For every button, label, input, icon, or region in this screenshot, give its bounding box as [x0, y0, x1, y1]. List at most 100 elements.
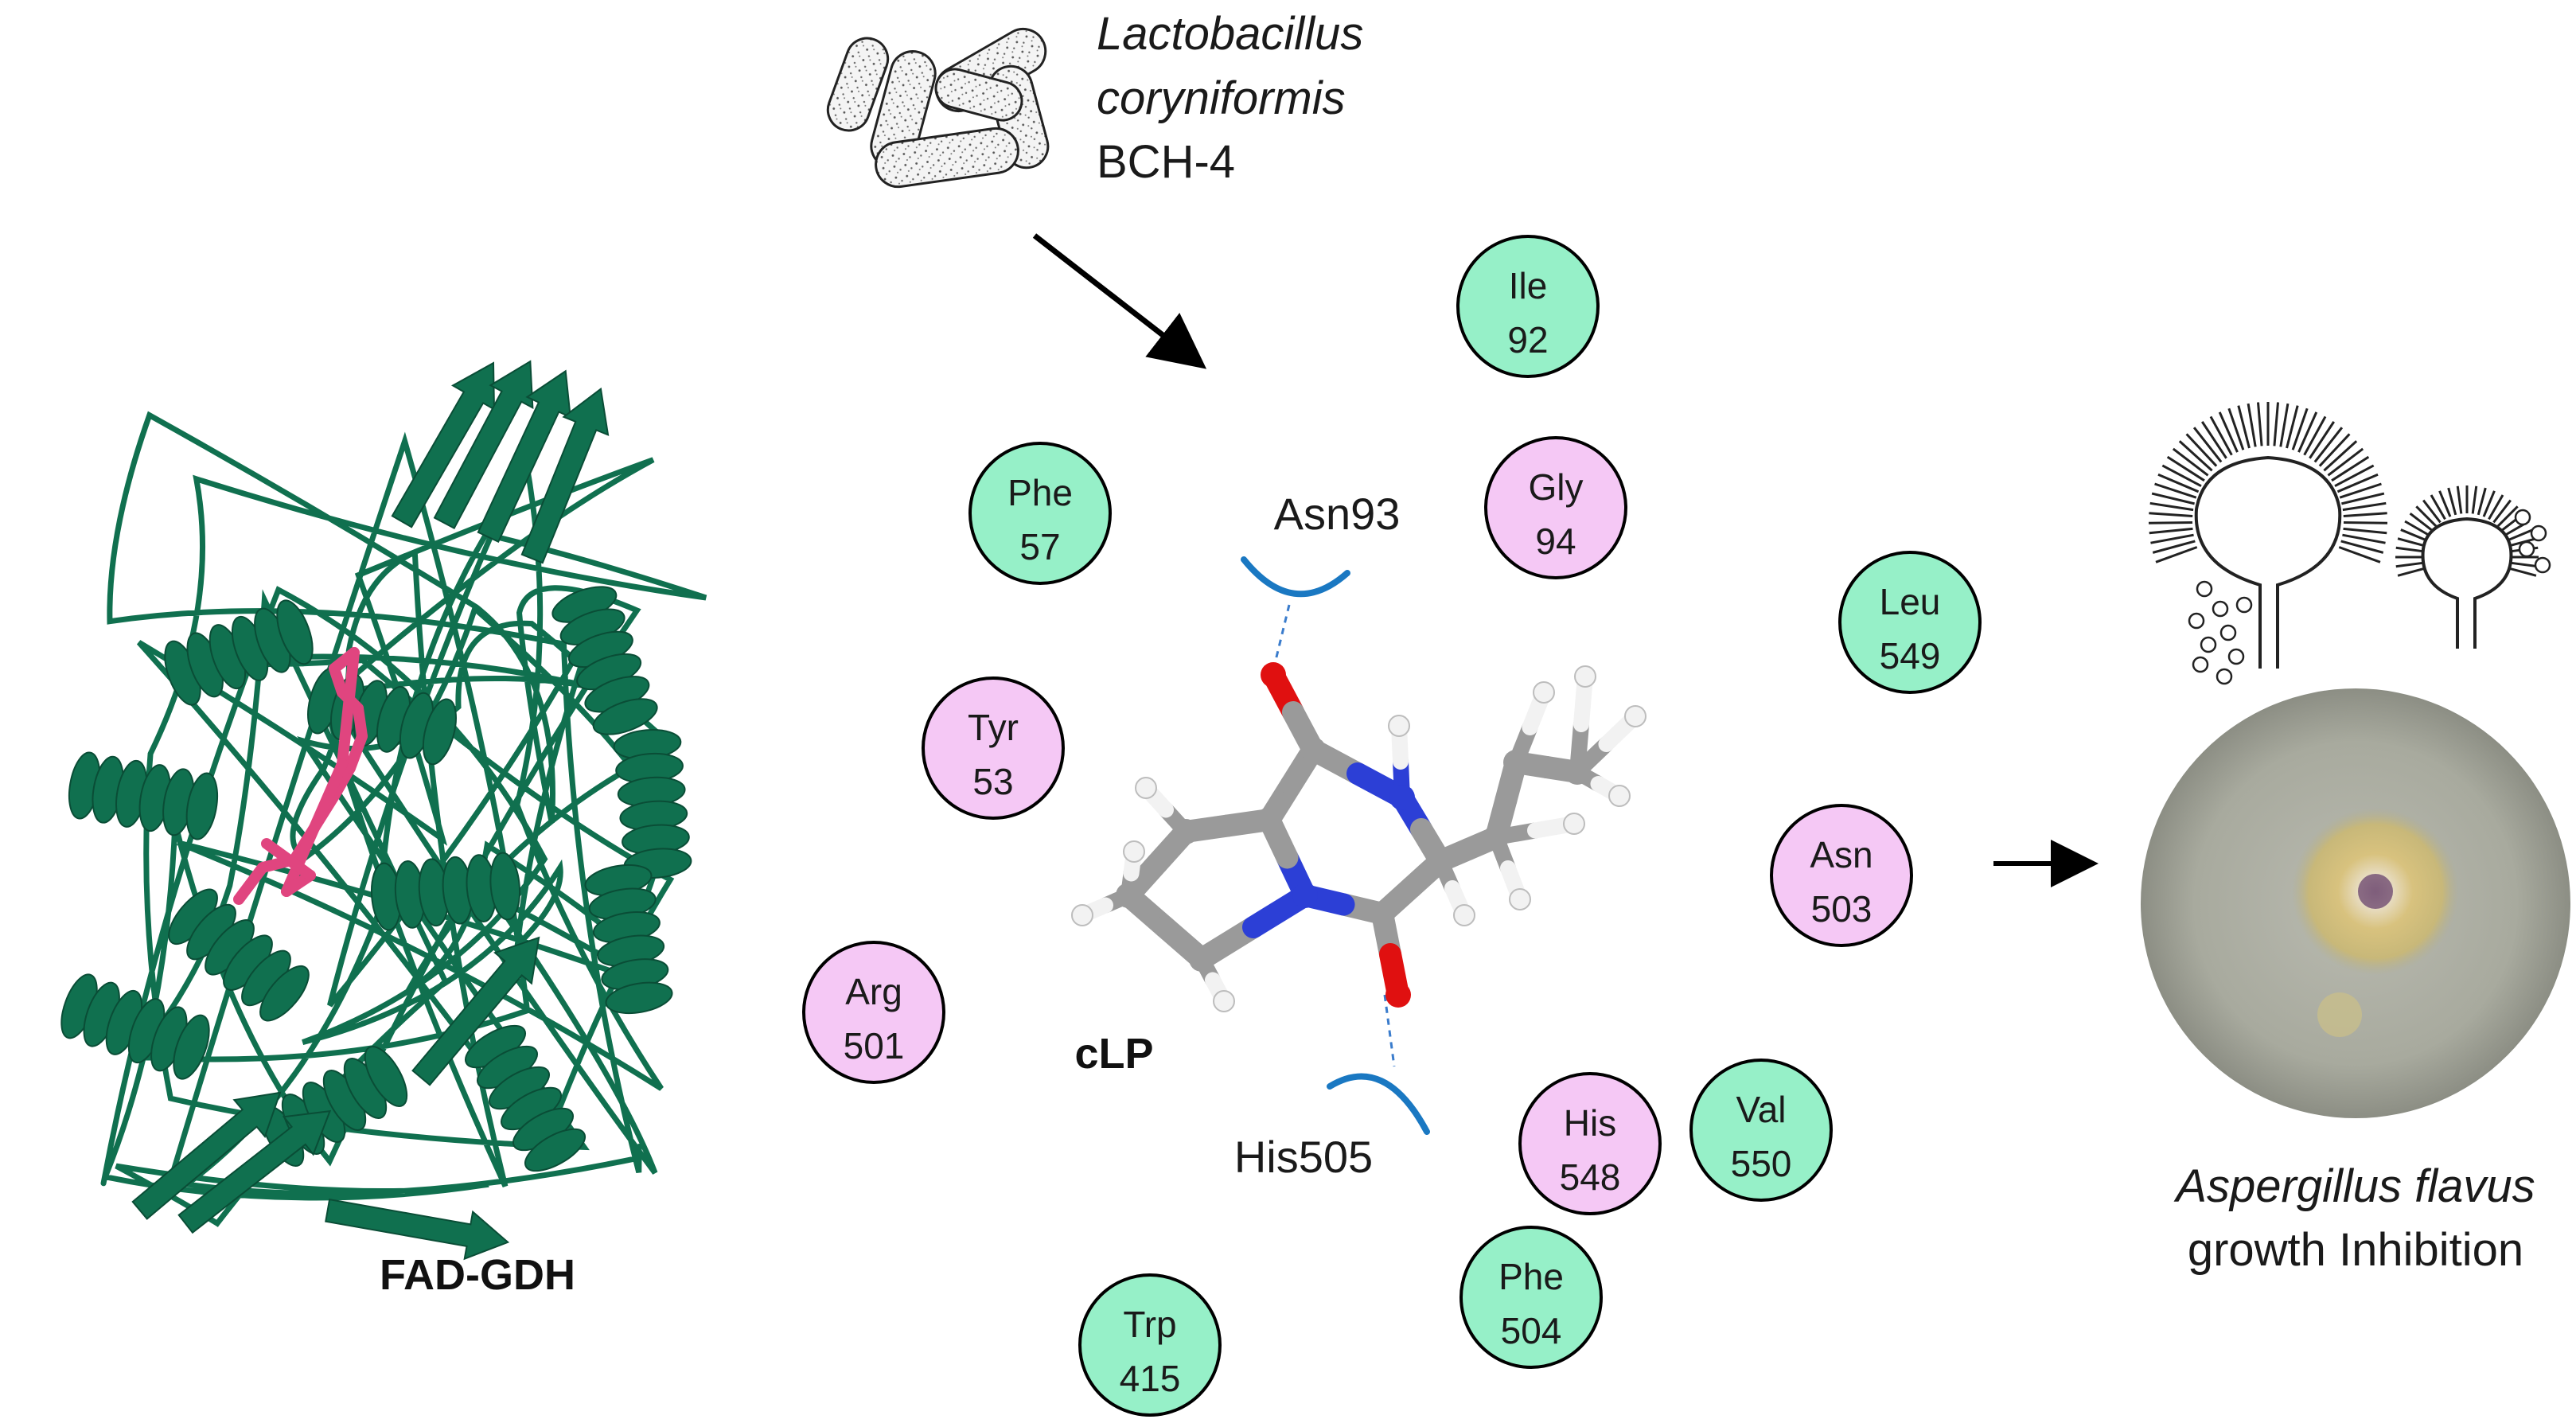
ligand-atom-hydrogen	[1388, 715, 1410, 737]
protein-sheet	[520, 387, 610, 564]
protein-ribbon	[60, 360, 707, 1261]
bacterium-species: coryniformis	[1097, 72, 1346, 124]
hbond-arc-asn93	[1241, 556, 1350, 598]
residue-name: Leu	[1880, 581, 1941, 622]
sterigma	[2237, 405, 2251, 449]
spore	[2530, 524, 2547, 542]
residue-number: 415	[1120, 1358, 1181, 1399]
residue-name: Asn	[1810, 834, 1873, 875]
ligand-atom-hydrogen	[1509, 888, 1531, 910]
ligand-atom-hydrogen	[1574, 665, 1596, 688]
protein-helix	[584, 864, 673, 1015]
ligand-atom-carbon	[1565, 759, 1590, 785]
residue-name: Tyr	[968, 707, 1019, 748]
sterigma	[2149, 527, 2193, 535]
residue-number: 92	[1507, 319, 1548, 361]
sterigma	[2218, 411, 2239, 453]
sterigma	[2404, 520, 2430, 536]
sterigma	[2247, 403, 2257, 447]
sterigma	[2415, 505, 2438, 528]
protein-helix	[551, 586, 658, 735]
sterigma	[2150, 533, 2194, 544]
spore	[2196, 580, 2213, 598]
protein-sheet	[477, 369, 571, 543]
sterigma	[2456, 485, 2463, 514]
residue-name: Gly	[1529, 466, 1584, 508]
ligand-atom-carbon	[1428, 848, 1453, 874]
sterigma	[2395, 546, 2424, 553]
ligand-atom-carbon	[1503, 750, 1529, 775]
sterigma	[2313, 427, 2344, 463]
residue-circle	[922, 676, 1065, 820]
sterigma	[2178, 440, 2213, 472]
spore	[2235, 596, 2253, 614]
fungus-effect: growth Inhibition	[2188, 1224, 2523, 1276]
residue-asn-503: Asn 503	[1770, 804, 1913, 947]
sterigma	[2273, 402, 2280, 446]
protein-helix	[68, 751, 219, 840]
protein-helix	[465, 1024, 586, 1172]
conidiophore-small-icon	[2395, 485, 2539, 649]
protein-sheet	[131, 1091, 282, 1220]
spore	[2227, 648, 2245, 665]
residue-number: 503	[1811, 888, 1873, 930]
arrow-bacteria-to-ligand	[1032, 233, 1207, 369]
spore	[2188, 612, 2205, 630]
bacterium-rod-icon	[875, 127, 1019, 189]
sterigma	[2172, 447, 2209, 477]
secondary-colony	[2317, 992, 2362, 1037]
ligand-atom-hydrogen	[1453, 904, 1475, 926]
residue-name: Val	[1736, 1089, 1786, 1130]
protein-label: FAD-GDH	[380, 1251, 575, 1299]
hbond-label-asn93: Asn93	[1274, 489, 1401, 539]
spore	[2219, 624, 2237, 641]
sterigma	[2227, 407, 2245, 450]
protein-sheet	[177, 1109, 332, 1234]
sterigma	[2343, 527, 2387, 535]
sterigma	[2286, 405, 2299, 449]
sterigma	[2149, 512, 2193, 518]
sterigma	[2343, 521, 2388, 524]
sterigma	[2309, 421, 2335, 459]
spore	[2200, 636, 2217, 653]
sterigma	[2400, 528, 2427, 542]
residue-number: 501	[844, 1025, 905, 1066]
spore	[2534, 556, 2551, 574]
sterigma	[2161, 464, 2202, 487]
sterigma	[2157, 473, 2200, 493]
protein-helix	[613, 728, 692, 879]
residue-number: 548	[1560, 1156, 1621, 1198]
sterigma	[2151, 492, 2195, 505]
ligand-atom-nitrogen	[1389, 785, 1415, 810]
sterigma	[2209, 415, 2233, 456]
sterigma	[2492, 499, 2512, 524]
protein-sheet	[411, 936, 540, 1086]
ligand-atom-hydrogen	[1533, 681, 1555, 704]
residue-circle	[1456, 235, 1600, 378]
hbond-line-his505	[1383, 994, 1396, 1067]
fad-bond	[233, 862, 268, 905]
sterigma	[2148, 521, 2193, 524]
sterigma	[2507, 528, 2534, 542]
bacterium-rod-icon	[826, 37, 890, 132]
residue-name: Phe	[1007, 472, 1073, 513]
conidiophore-large-icon	[2148, 402, 2388, 669]
ligand-atom-hydrogen	[1608, 785, 1631, 807]
protein-helix	[164, 599, 314, 706]
ligand-atom-carbon	[1370, 901, 1395, 926]
sterigma	[2256, 402, 2263, 446]
sterigma	[2336, 473, 2379, 493]
spore	[2192, 656, 2209, 673]
ligand-atom-hydrogen	[1135, 777, 1157, 799]
spore	[2518, 540, 2535, 558]
sterigma	[2318, 433, 2351, 467]
sterigma	[2430, 494, 2446, 521]
sterigma	[2422, 499, 2442, 524]
